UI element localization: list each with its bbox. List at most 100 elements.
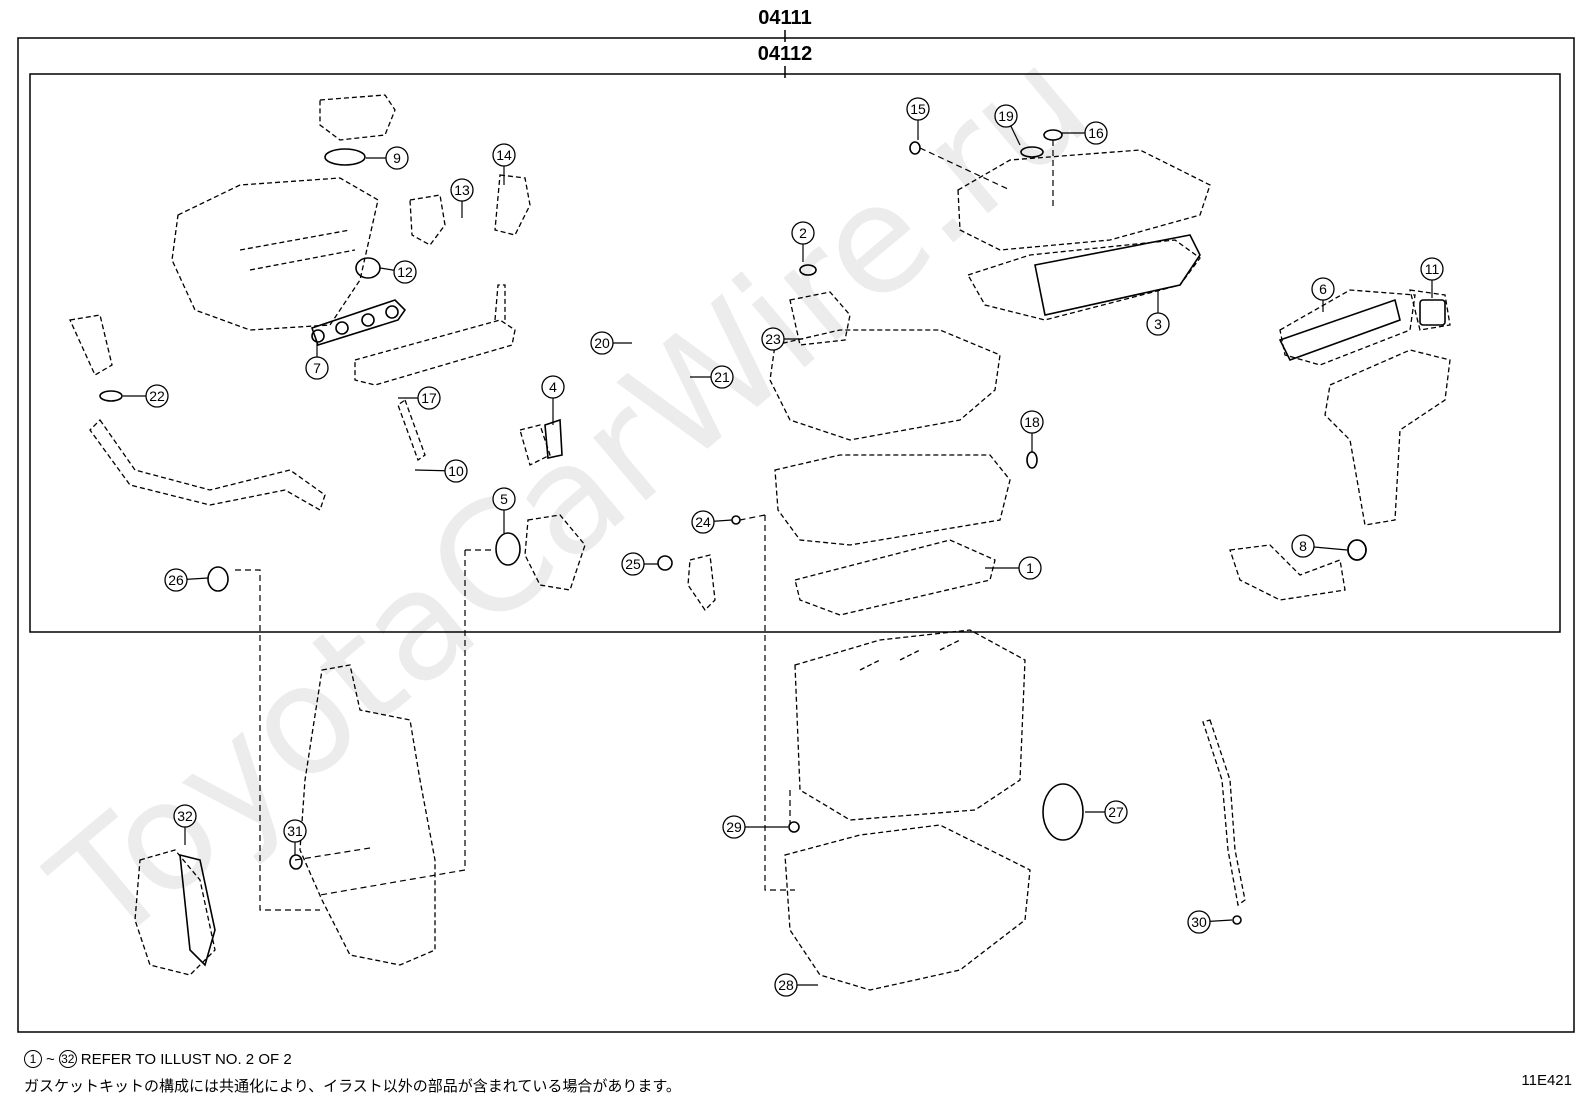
reference-note: 1 ~ 32 REFER TO ILLUST NO. 2 OF 2	[24, 1050, 292, 1068]
callout-26: 26	[164, 568, 209, 592]
callout-circle-5	[492, 487, 516, 511]
ref-start-circle: 1	[24, 1050, 42, 1068]
callout-19: 19	[994, 104, 1021, 146]
callout-28: 28	[774, 973, 818, 997]
callout-3: 3	[1146, 290, 1170, 336]
callout-29: 29	[722, 815, 788, 839]
callout-number-11: 11	[1425, 261, 1440, 277]
callout-17: 17	[398, 386, 441, 410]
callout-number-5: 5	[500, 491, 508, 507]
callout-15: 15	[906, 97, 930, 140]
callout-9: 9	[366, 146, 409, 170]
gasket-outlines	[99, 129, 1446, 967]
callout-circle-24	[691, 510, 715, 534]
callout-circle-11	[1420, 257, 1444, 281]
inner-kit-frame	[29, 73, 1561, 633]
callout-1: 1	[985, 556, 1042, 580]
japanese-note: ガスケットキットの構成には共通化により、イラスト以外の部品が含まれている場合があ…	[24, 1078, 681, 1095]
callout-circle-12	[393, 260, 417, 284]
callout-circle-27	[1104, 800, 1128, 824]
callout-number-17: 17	[421, 390, 437, 406]
callout-2: 2	[791, 221, 815, 262]
outer-kit-code: 04111	[758, 7, 811, 29]
callout-circle-9	[385, 146, 409, 170]
callout-number-16: 16	[1088, 125, 1104, 141]
illustration-id: 11E421	[1521, 1072, 1572, 1089]
callout-circle-10	[444, 459, 468, 483]
callout-7: 7	[305, 343, 329, 380]
callout-27: 27	[1085, 800, 1128, 824]
callout-circle-4	[541, 375, 565, 399]
callout-circle-23	[761, 327, 785, 351]
callout-23: 23	[761, 327, 803, 351]
outer-kit-frame	[17, 37, 1575, 1033]
callout-number-24: 24	[695, 514, 711, 530]
callout-number-32: 32	[177, 808, 193, 824]
callout-circle-28	[774, 973, 798, 997]
callout-circle-19	[994, 104, 1018, 128]
callout-circle-15	[906, 97, 930, 121]
callout-32: 32	[173, 804, 197, 845]
callout-number-6: 6	[1319, 281, 1327, 297]
callout-circle-1	[1018, 556, 1042, 580]
callout-number-29: 29	[726, 819, 742, 835]
part-outlines	[69, 94, 1451, 991]
callout-circle-22	[145, 384, 169, 408]
callout-circle-2	[791, 221, 815, 245]
callout-21: 21	[690, 365, 734, 389]
callout-circle-18	[1020, 410, 1044, 434]
callout-circle-21	[710, 365, 734, 389]
ref-tilde: ~	[46, 1050, 55, 1068]
callout-circle-13	[450, 178, 474, 202]
callout-circle-32	[173, 804, 197, 828]
ref-end-circle: 32	[58, 1050, 77, 1068]
callout-number-31: 31	[287, 823, 303, 839]
callout-11: 11	[1420, 257, 1444, 298]
callout-number-21: 21	[714, 369, 730, 385]
callout-number-1: 1	[1026, 560, 1034, 576]
callout-number-30: 30	[1191, 914, 1207, 930]
callout-circle-6	[1311, 277, 1335, 301]
inner-kit-code: 04112	[758, 43, 813, 65]
callout-8: 8	[1291, 534, 1348, 558]
callout-number-13: 13	[454, 182, 470, 198]
callout-circle-30	[1187, 910, 1211, 934]
callout-number-7: 7	[313, 360, 321, 376]
callout-number-12: 12	[397, 264, 413, 280]
callout-number-15: 15	[910, 101, 926, 117]
callout-25: 25	[621, 552, 658, 576]
callout-circle-7	[305, 356, 329, 380]
ref-text: REFER TO ILLUST NO. 2 OF 2	[80, 1050, 292, 1068]
callout-14: 14	[492, 143, 516, 185]
callout-4: 4	[541, 375, 565, 425]
callout-circle-25	[621, 552, 645, 576]
callout-number-14: 14	[496, 147, 512, 163]
callout-circle-17	[417, 386, 441, 410]
callout-6: 6	[1311, 277, 1335, 312]
callout-number-9: 9	[393, 150, 401, 166]
callout-31: 31	[283, 819, 307, 855]
callout-circle-3	[1146, 312, 1170, 336]
callout-30: 30	[1187, 910, 1233, 934]
connector-lines	[235, 140, 1054, 911]
callout-18: 18	[1020, 410, 1044, 452]
callout-number-19: 19	[998, 108, 1014, 124]
callout-24: 24	[691, 510, 733, 534]
callout-number-28: 28	[778, 977, 794, 993]
callout-number-2: 2	[799, 225, 807, 241]
callout-10: 10	[414, 459, 468, 483]
callout-number-8: 8	[1299, 538, 1307, 554]
callout-number-20: 20	[594, 335, 610, 351]
callout-number-26: 26	[168, 572, 184, 588]
callout-number-18: 18	[1024, 414, 1040, 430]
callout-number-27: 27	[1108, 804, 1124, 820]
callout-circle-26	[164, 568, 188, 592]
callout-number-22: 22	[149, 388, 165, 404]
callout-circle-8	[1291, 534, 1315, 558]
callout-number-10: 10	[448, 463, 464, 479]
callout-number-4: 4	[549, 379, 557, 395]
callout-circle-20	[590, 331, 614, 355]
callout-circle-29	[722, 815, 746, 839]
callout-12: 12	[379, 260, 417, 284]
